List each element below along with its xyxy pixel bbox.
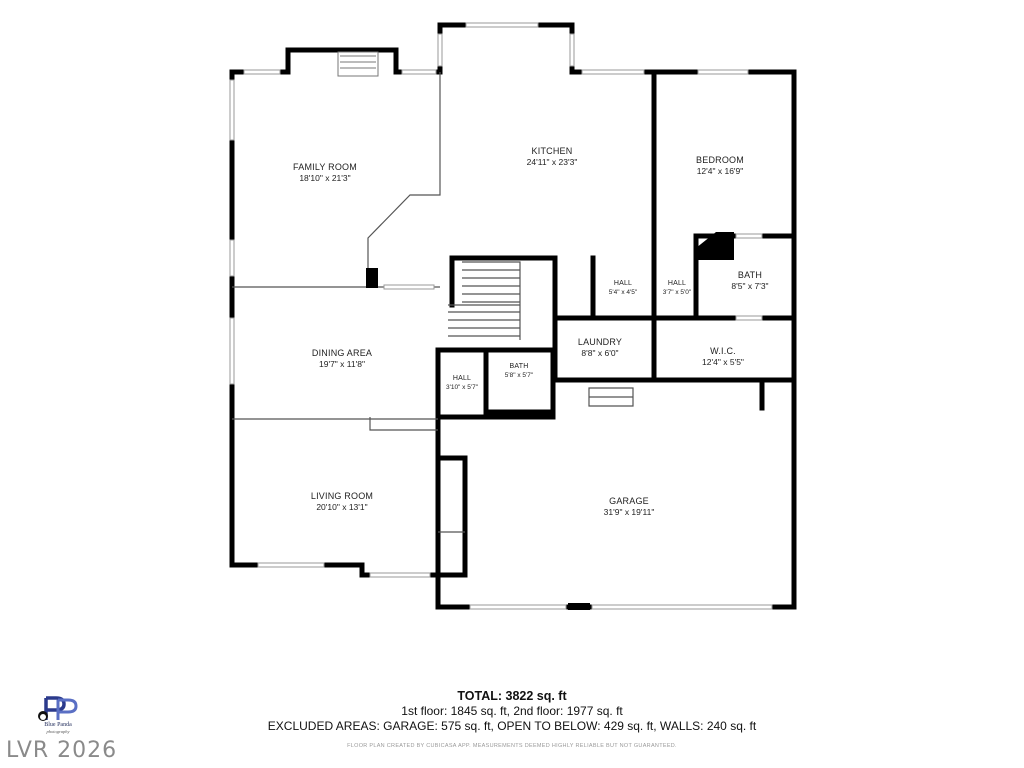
room-name: BATH — [737, 270, 763, 280]
laundry-step — [588, 387, 634, 407]
blue-panda-logo-icon — [38, 696, 78, 721]
wall-stair-box — [449, 255, 558, 353]
room-hall-b: HALL 3'7" x 5'0" — [655, 280, 699, 297]
logo-subtitle: photography — [46, 729, 70, 734]
pillar — [568, 603, 590, 610]
room-dims: 18'10" x 21'3" — [299, 173, 351, 184]
fixtures — [366, 232, 734, 610]
fireplace — [337, 51, 379, 77]
window — [735, 233, 763, 239]
stair-lines — [448, 261, 521, 340]
window — [229, 317, 235, 385]
watermark: LVR 2026 — [6, 738, 118, 763]
room-dims: 5'4" x 4'5" — [608, 288, 638, 296]
room-name: HALL — [452, 375, 472, 382]
wall-family-top — [229, 47, 443, 75]
wall-kitchen-top — [437, 22, 797, 75]
window — [229, 79, 235, 141]
room-dims: 8'5" x 7'3" — [731, 281, 769, 292]
room-dims: 3'7" x 5'0" — [662, 288, 692, 296]
fireplace-hatch — [340, 55, 376, 69]
room-name: HALL — [613, 280, 633, 287]
logo-name: Blue Panda — [44, 722, 72, 728]
window — [437, 33, 443, 67]
room-name: KITCHEN — [531, 146, 573, 156]
pillar — [366, 268, 378, 288]
disclaimer: FLOOR PLAN CREATED BY CUBICASA APP. MEAS… — [347, 743, 677, 749]
room-dims: 5'8" x 5'7" — [504, 371, 534, 379]
room-kitchen: KITCHEN 24'11" x 23'3" — [497, 146, 607, 168]
window — [735, 315, 763, 321]
room-name: LAUNDRY — [577, 337, 623, 347]
room-hall-a: HALL 5'4" x 4'5" — [598, 280, 648, 297]
window — [257, 562, 325, 568]
wall-bath-small — [435, 347, 556, 420]
window — [383, 284, 435, 290]
family-kitchen-divider — [367, 72, 441, 270]
window — [401, 69, 437, 75]
excluded-areas: EXCLUDED AREAS: GARAGE: 575 sq. ft, OPEN… — [267, 719, 757, 733]
floor-areas: 1st floor: 1845 sq. ft, 2nd floor: 1977 … — [401, 704, 623, 718]
room-dims: 31'9" x 19'11" — [603, 507, 655, 518]
room-dims: 3'10" x 5'7" — [445, 383, 479, 391]
room-bedroom: BEDROOM 12'4" x 16'9" — [665, 155, 775, 177]
room-laundry: LAUNDRY 8'8" x 6'0" — [565, 337, 635, 359]
room-dims: 12'4" x 5'5" — [702, 357, 744, 368]
window — [569, 33, 575, 67]
room-living-room: LIVING ROOM 20'10" x 13'1" — [287, 491, 397, 513]
room-name: GARAGE — [609, 496, 649, 506]
window — [591, 604, 773, 610]
walls — [229, 22, 797, 610]
wall-garage-notch — [435, 455, 468, 578]
room-name: FAMILY ROOM — [293, 162, 357, 172]
room-name: HALL — [667, 280, 687, 287]
room-name: W.I.C. — [710, 346, 736, 356]
window — [465, 22, 539, 28]
living-counter — [369, 417, 438, 431]
room-family-room: FAMILY ROOM 18'10" x 21'3" — [270, 162, 380, 184]
room-garage: GARAGE 31'9" x 19'11" — [574, 496, 684, 518]
windows — [229, 22, 773, 610]
room-name: BEDROOM — [696, 155, 744, 165]
room-dims: 19'7" x 11'8" — [319, 359, 365, 370]
room-dims: 24'11" x 23'3" — [526, 157, 578, 168]
panda-face — [40, 714, 46, 720]
fireplace-hearth — [337, 51, 379, 77]
thin-lines — [232, 72, 634, 533]
window — [697, 69, 749, 75]
window — [581, 69, 645, 75]
room-dims: 8'8" x 6'0" — [581, 348, 619, 359]
room-hall-c: HALL 3'10" x 5'7" — [440, 375, 484, 392]
window — [369, 572, 431, 578]
room-dining-area: DINING AREA 19'7" x 11'8" — [287, 348, 397, 370]
window — [469, 604, 567, 610]
room-dims: 20'10" x 13'1" — [316, 502, 368, 513]
wall-laundry — [552, 255, 657, 383]
room-name: BATH — [509, 363, 529, 370]
logo-letter-p — [56, 698, 78, 720]
room-name: LIVING ROOM — [310, 491, 374, 501]
room-wic: W.I.C. 12'4" x 5'5" — [683, 346, 763, 368]
window — [229, 239, 235, 277]
room-dims: 12'4" x 16'9" — [696, 166, 744, 177]
room-bath-main: BATH 8'5" x 7'3" — [710, 270, 790, 292]
fireplace-block — [696, 232, 734, 260]
total-area: TOTAL: 3822 sq. ft — [457, 689, 567, 703]
room-name: DINING AREA — [311, 348, 373, 358]
room-bath-small: BATH 5'8" x 5'7" — [491, 363, 547, 380]
window — [243, 69, 281, 75]
